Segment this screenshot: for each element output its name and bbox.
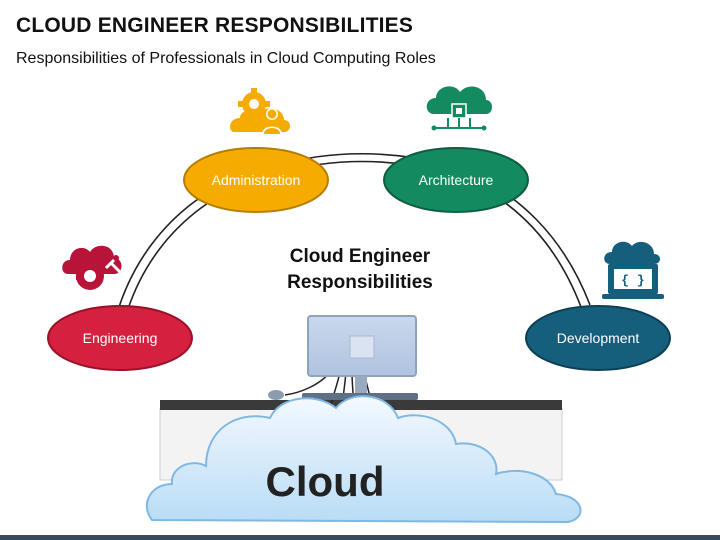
center-title-line1: Cloud Engineer (289, 246, 431, 267)
label-administration: Administration (211, 172, 301, 188)
bottom-bar (0, 535, 720, 540)
center-title-line2: Responsibilities (287, 271, 433, 293)
node-architecture (383, 147, 529, 213)
chip-network-cloud-icon (426, 86, 492, 131)
code-laptop-cloud-icon: { } (602, 241, 664, 299)
label-development: Development (556, 330, 640, 346)
label-engineering: Engineering (82, 330, 158, 346)
page-subtitle: Responsibilities of Professionals in Clo… (16, 50, 436, 67)
label-architecture: Architecture (418, 172, 494, 188)
computer-monitor-icon (268, 315, 418, 400)
node-administration (183, 147, 329, 213)
page-title: CLOUD ENGINEER RESPONSIBILITIES (16, 14, 414, 37)
gear-wrench-cloud-icon (62, 245, 122, 290)
node-development (525, 305, 671, 371)
cloud-label: Cloud (265, 458, 385, 505)
node-engineering (47, 305, 193, 371)
svg-text:{ }: { } (621, 273, 644, 288)
connecting-arc (117, 152, 591, 313)
cloud-shape (145, 395, 582, 524)
center-title: Cloud Engineer Responsibilities (250, 244, 470, 295)
gear-user-cloud-icon (230, 88, 290, 134)
